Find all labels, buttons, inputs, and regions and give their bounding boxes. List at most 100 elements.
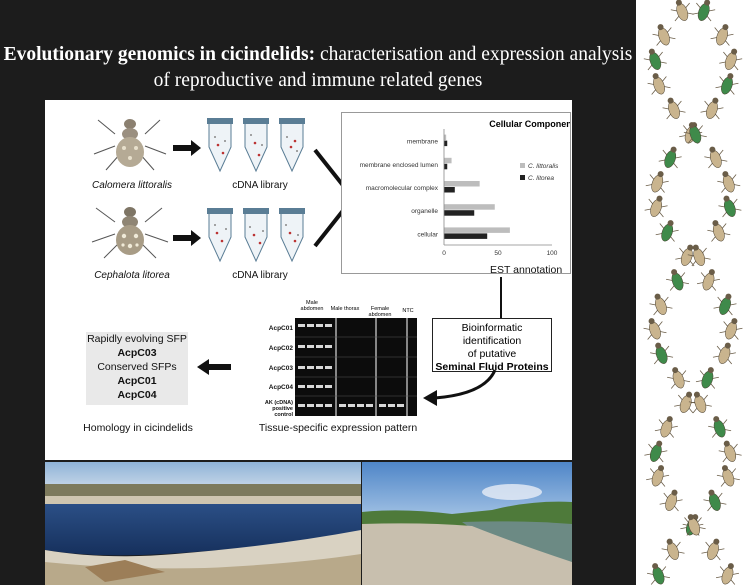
beetle-decoration-icon	[715, 73, 739, 95]
sfp-line-3: Conserved SFPs	[97, 361, 177, 373]
bar-litorea	[444, 187, 455, 193]
beetle-decoration-icon	[715, 563, 739, 585]
tube-icons-2	[207, 208, 305, 263]
beetle-decoration-icon	[718, 195, 742, 218]
beetle-decoration-icon	[716, 465, 740, 487]
beetle-decoration-icon	[652, 24, 676, 46]
bar-littoralis	[444, 134, 447, 141]
sfp-line-2: AcpC03	[117, 347, 157, 359]
beetle-decoration-icon	[643, 48, 667, 71]
beetle-decoration-icon	[719, 48, 743, 71]
title-bold: Evolutionary genomics in cicindelids:	[3, 44, 316, 65]
bar-litorea	[444, 140, 448, 147]
beetle-decoration-icon	[682, 514, 706, 536]
beetle-decoration-icon	[713, 293, 737, 316]
poster-title: Evolutionary genomics in cicindelids: ch…	[0, 42, 636, 94]
beetle-decoration-icon	[701, 538, 725, 561]
beetle-decoration-icon	[645, 171, 669, 193]
beetle-decoration-icon	[704, 146, 728, 169]
legend-swatch	[520, 163, 525, 168]
beetle-decoration-icon	[647, 563, 671, 585]
gel-header-4: NTC	[402, 308, 414, 314]
beetle-decoration-icon	[717, 171, 741, 193]
bar-littoralis	[444, 181, 480, 187]
beetle-decoration-icon	[667, 367, 691, 389]
est-annotation-label: EST annotation	[490, 264, 563, 276]
gel-lanes	[295, 318, 417, 416]
legend-label: C. littoralis	[528, 163, 559, 170]
gel-row-label-1: AcpC01	[268, 325, 293, 332]
beetle-decoration-icon	[647, 73, 671, 95]
gel-row-label-4: AcpC04	[268, 384, 293, 391]
beetle-decoration-icon	[644, 440, 668, 463]
beetle-decoration-icon	[692, 0, 716, 22]
sfp-line-5: AcpC04	[117, 389, 157, 401]
category-label: macromolecular complex	[366, 185, 439, 192]
beetle-decoration-icon	[662, 97, 686, 120]
bioinfo-line-2: of putative	[467, 348, 517, 360]
gel-row-label-5: AK (cDNA) positive control	[264, 400, 293, 418]
sfp-line-1: Rapidly evolving SFP	[87, 333, 187, 345]
beetle-decoration-icon	[696, 269, 720, 291]
bar-littoralis	[444, 227, 510, 233]
beetle-decoration-icon	[688, 391, 712, 414]
beetle-decoration-icon	[712, 342, 736, 365]
beetle-decoration-icon	[670, 0, 694, 22]
library-label-1: cDNA library	[232, 180, 288, 191]
est-chart-frame: Cellular Component membrane membrane enclo…	[341, 112, 575, 274]
beetle-decoration-icon	[674, 391, 698, 414]
species-name-2: Cephalota litorea	[94, 270, 170, 281]
beetle-decoration-icon	[707, 220, 731, 242]
title-rest: characterisation and expression analysis…	[153, 44, 633, 91]
beetle-illustration-1	[93, 119, 167, 171]
category-label: organelle	[411, 208, 438, 215]
tube-icons-1	[207, 118, 305, 173]
saline-lake-photo	[45, 462, 361, 585]
beetle-decoration-icon	[710, 24, 734, 46]
beetle-decoration-icon	[650, 342, 674, 365]
beetle-decoration-icon	[661, 538, 685, 561]
chart-title: Cellular Component	[489, 119, 570, 129]
gel-caption: Tissue-specific expression pattern	[258, 422, 418, 434]
beetle-decoration-icon	[718, 440, 742, 463]
curved-arrow-icon	[423, 369, 497, 406]
category-label: membrane	[407, 139, 438, 146]
diagram-panel: Calomera littoralis Cephalota litorea cD	[45, 100, 575, 460]
cellular-component-chart: Cellular Component membrane membrane enclo…	[360, 119, 575, 257]
legend-swatch	[520, 175, 525, 180]
beetle-decoration-icon	[683, 122, 707, 144]
beetle-decoration-icon	[649, 293, 673, 316]
sfp-line-4: AcpC01	[117, 375, 157, 387]
sfp-summary-box: Rapidly evolving SFP AcpC03 Conserved SF…	[86, 332, 188, 405]
species-name-1: Calomera littoralis	[91, 180, 173, 191]
beetle-decoration-icon	[655, 220, 679, 242]
bioinfo-line-3: Seminal Fluid Proteins	[435, 361, 549, 373]
gel-row-label-2: AcpC02	[268, 345, 293, 352]
beetle-decoration-icon	[646, 465, 670, 487]
beetle-decoration-icon	[719, 318, 743, 340]
bioinfo-box: Bioinformatic identification of putative…	[432, 318, 552, 373]
bar-littoralis	[444, 157, 452, 164]
beetle-decoration-icon	[700, 97, 724, 120]
arrow-left-icon	[197, 359, 231, 375]
river-shore-photo	[362, 462, 572, 585]
gel-header-3: Female abdomen	[368, 306, 392, 318]
bar-litorea	[444, 210, 475, 216]
beetle-chain-decoration	[636, 0, 751, 585]
library-label-2: cDNA library	[232, 270, 288, 281]
beetle-decoration-icon	[695, 367, 719, 389]
bar-litorea	[444, 163, 448, 170]
poster-background: Evolutionary genomics in cicindelids: ch…	[0, 0, 636, 585]
gel-image: Male abdomen Male thorax Female abdomen …	[255, 300, 417, 418]
x-tick-label: 50	[494, 250, 502, 257]
gel-header-2: Male thorax	[330, 306, 360, 312]
category-label: membrane enclosed lumen	[360, 162, 439, 169]
beetle-decoration-icon	[675, 244, 699, 267]
bar-littoralis	[444, 204, 495, 210]
beetle-illustration-2	[91, 207, 169, 259]
connector-line	[500, 277, 502, 319]
beetle-decoration-icon	[708, 416, 732, 438]
homology-label: Homology in cicindelids	[83, 422, 193, 434]
legend-label: C. litorea	[528, 175, 554, 182]
beetle-decoration-icon	[654, 416, 678, 438]
